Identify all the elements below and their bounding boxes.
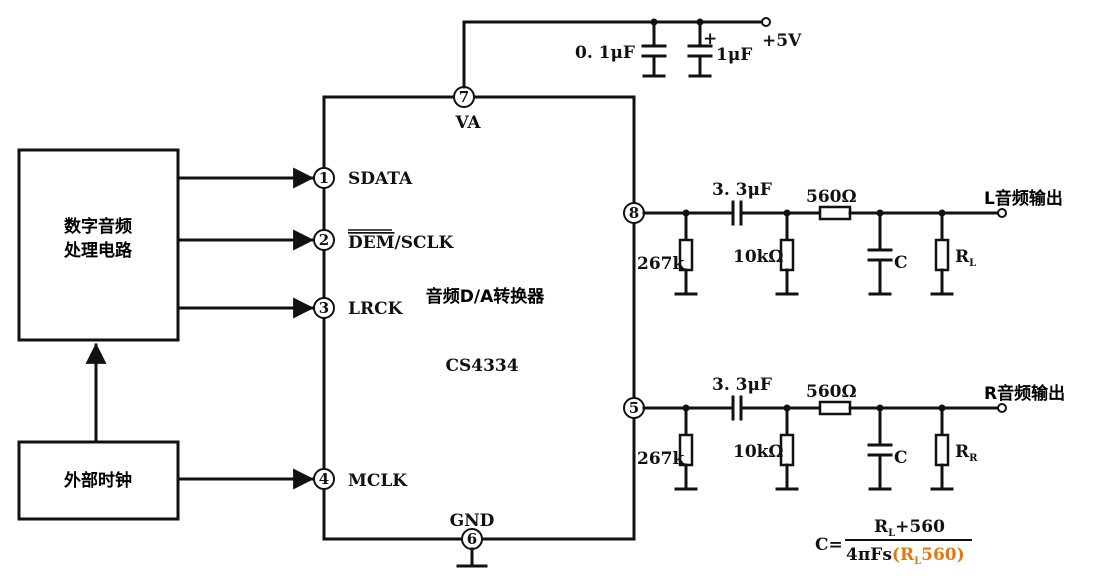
formula-denominator: 4πFs(RL560) — [846, 545, 965, 567]
left-channel-circuit — [642, 200, 1007, 296]
pin-5: 5 — [623, 397, 645, 419]
digital-audio-processing-block: 数字音频 处理电路 — [17, 148, 180, 342]
left-rl-letter: R — [955, 247, 970, 267]
mclk-label: MCLK — [348, 471, 408, 491]
pin-5-number: 5 — [629, 399, 639, 417]
digital-block-label-line1: 数字音频 — [64, 216, 132, 237]
dem-sclk-label: DEM/SCLK — [348, 233, 455, 253]
right-output-terminal — [997, 403, 1007, 413]
cap-polarity-plus: + — [703, 29, 717, 49]
pin-3: 3 — [313, 297, 335, 319]
pin-8: 8 — [623, 202, 645, 224]
external-clock-label: 外部时钟 — [64, 470, 132, 491]
left-rl-label: RL — [955, 247, 976, 269]
left-output-label: L音频输出 — [984, 188, 1063, 209]
left-267k-label: 267k — [637, 254, 685, 274]
vcc-label: +5V — [762, 31, 802, 51]
sdata-label: SDATA — [348, 169, 413, 189]
left-c-label: C — [894, 253, 908, 273]
right-rr-subscript: R — [969, 453, 978, 464]
cap-1uf-label: 1μF — [716, 45, 752, 65]
right-coupling-cap-label: 3. 3μF — [712, 375, 772, 395]
chip-part-number: CS4334 — [445, 356, 518, 376]
formula-den-sub: L — [914, 556, 921, 567]
pin-7-number: 7 — [459, 88, 469, 106]
formula-den-c: 560) — [921, 545, 965, 565]
right-rr-label: RR — [955, 442, 978, 464]
right-560-ohm-label: 560Ω — [806, 382, 857, 402]
pin-6: 6 — [461, 528, 483, 550]
formula-numerator: RL+560 — [874, 517, 945, 539]
digital-block-label-line2: 处理电路 — [63, 240, 133, 261]
formula-den-a: 4πFs — [846, 545, 892, 565]
formula-den-b: (R — [892, 545, 915, 565]
right-output-label: R音频输出 — [984, 383, 1065, 404]
dem-overbar-label: DEM — [348, 233, 395, 253]
left-coupling-cap-label: 3. 3μF — [712, 180, 772, 200]
formula-num-r: R — [874, 517, 889, 537]
right-267k-label: 267k — [637, 449, 685, 469]
right-channel-circuit — [642, 395, 1007, 491]
pin-2: 2 — [313, 229, 335, 251]
supply-network — [462, 17, 771, 89]
right-c-label: C — [894, 448, 908, 468]
gnd-label: GND — [450, 511, 495, 531]
pin-2-number: 2 — [319, 231, 329, 249]
left-560-ohm-label: 560Ω — [806, 187, 857, 207]
pin-3-number: 3 — [319, 299, 329, 317]
right-10k-label: 10kΩ — [733, 442, 784, 462]
pin-4-number: 4 — [319, 470, 329, 488]
capacitance-formula: C= RL+560 4πFs(RL560) — [815, 517, 972, 567]
left-output-terminal — [997, 208, 1007, 218]
formula-num-sub: L — [888, 528, 895, 539]
pin-1-number: 1 — [319, 169, 329, 187]
formula-lhs: C= — [815, 535, 843, 555]
cap-0-1uf-label: 0. 1μF — [575, 43, 635, 63]
external-clock-block: 外部时钟 — [17, 440, 180, 521]
pin-6-number: 6 — [467, 530, 477, 548]
right-rr-letter: R — [955, 442, 970, 462]
formula-num-rest: +560 — [895, 517, 945, 537]
left-rl-subscript: L — [969, 258, 976, 269]
chip-title: 音频D/A转换器 — [426, 286, 545, 307]
chip-ground-symbol — [456, 547, 488, 568]
pin-1: 1 — [313, 167, 335, 189]
sclk-label: /SCLK — [395, 233, 455, 253]
vcc-terminal — [761, 17, 771, 27]
pin-7: 7 — [453, 86, 475, 108]
pin-8-number: 8 — [629, 204, 639, 222]
pin-4: 4 — [313, 468, 335, 490]
lrck-label: LRCK — [348, 299, 404, 319]
left-10k-label: 10kΩ — [733, 247, 784, 267]
va-label: VA — [454, 113, 481, 133]
